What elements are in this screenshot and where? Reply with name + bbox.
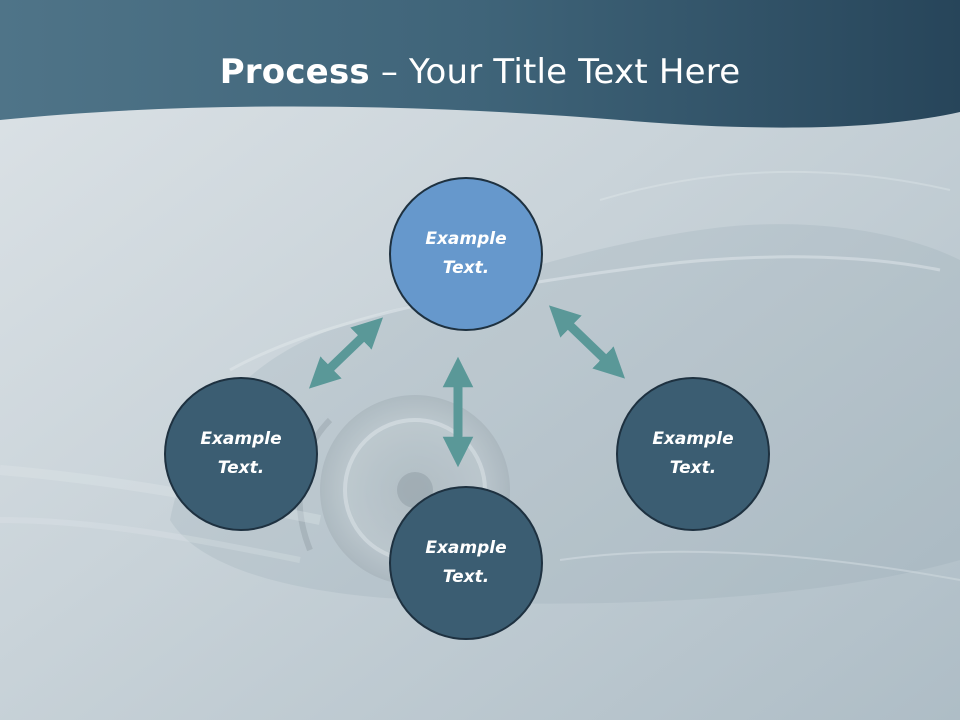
slide-title: Process – Your Title Text Here — [0, 52, 960, 92]
arrow-top-left — [308, 317, 384, 389]
title-bold: Process — [219, 52, 370, 92]
process-node-bottom: Example Text. — [389, 486, 543, 640]
process-node-right: Example Text. — [616, 377, 770, 531]
process-node-bottom-text: Example Text. — [425, 538, 507, 587]
header-band — [0, 0, 960, 128]
process-node-top-text: Example Text. — [425, 229, 507, 278]
process-node-left: Example Text. — [164, 377, 318, 531]
arrow-top-right — [548, 305, 626, 379]
process-node-right-text: Example Text. — [652, 429, 734, 478]
process-node-left-text: Example Text. — [200, 429, 282, 478]
title-rest: – Your Title Text Here — [369, 52, 741, 92]
process-node-top: Example Text. — [389, 177, 543, 331]
